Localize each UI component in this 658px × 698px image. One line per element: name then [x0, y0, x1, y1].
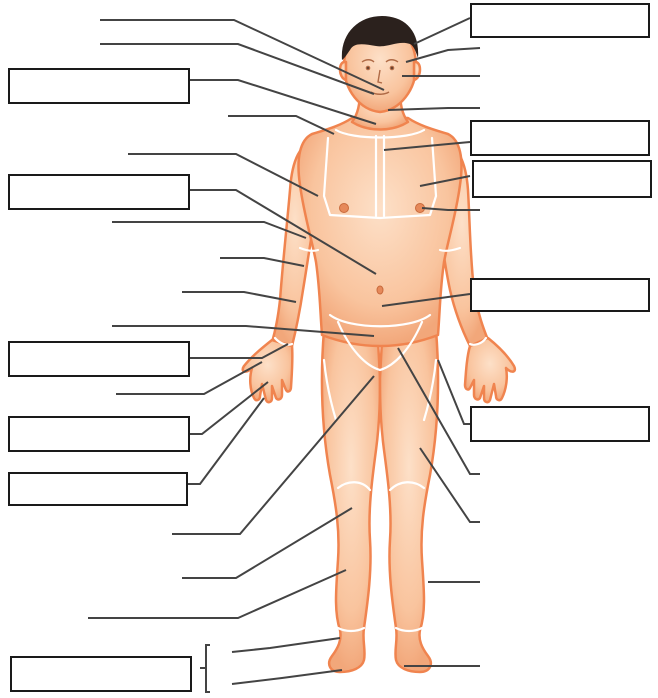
foot-bracket [200, 645, 210, 692]
label-box-carpal[interactable] [8, 341, 190, 377]
label-box-foot[interactable] [10, 656, 192, 692]
label-box-head[interactable] [470, 3, 650, 38]
left-hand [243, 340, 293, 402]
right-leg [380, 330, 438, 672]
leader-line [182, 508, 352, 578]
torso [299, 118, 462, 346]
leader-line [414, 18, 470, 44]
label-box-femoral[interactable] [470, 406, 650, 442]
leader-line [232, 638, 340, 652]
leader-line [232, 670, 342, 684]
leader-line [112, 222, 306, 238]
leader-line [188, 398, 264, 484]
label-box-pectoral[interactable] [472, 160, 652, 198]
left-leg [322, 330, 380, 672]
label-box-digital[interactable] [8, 472, 188, 506]
label-box-thorax[interactable] [8, 174, 190, 210]
label-box-palmar[interactable] [8, 416, 190, 452]
label-box-neck[interactable] [8, 68, 190, 104]
label-box-sternal[interactable] [470, 120, 650, 156]
label-box-umbilical[interactable] [470, 278, 650, 312]
right-ear [414, 62, 420, 80]
right-hand [465, 338, 515, 402]
